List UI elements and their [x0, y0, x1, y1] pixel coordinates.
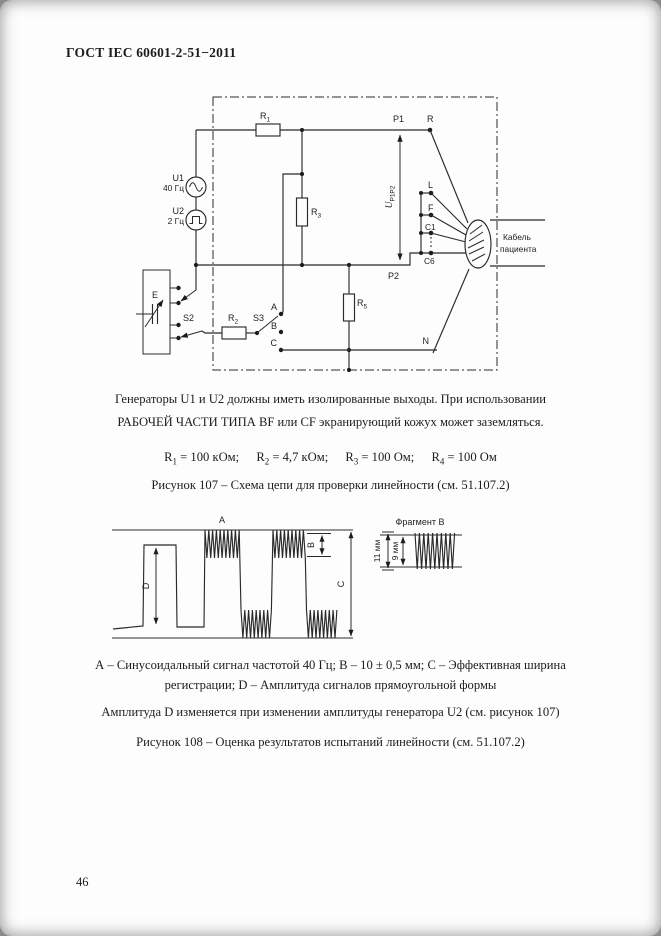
label-u2: U2: [172, 206, 184, 216]
label-9mm: 9 мм: [390, 542, 400, 561]
value-r2: R2 = 4,7 кОм;: [256, 450, 329, 467]
label-up1p2: UP1P2: [385, 185, 397, 208]
fig107-note-line1: Генераторы U1 и U2 должны иметь изолиров…: [115, 392, 546, 406]
pulse-symbol: [189, 216, 203, 224]
n-lead: [432, 268, 470, 354]
fig108-trace: [112, 529, 338, 639]
label-d: D: [141, 582, 151, 589]
label-s3: S3: [253, 313, 264, 323]
cable-strands: [467, 224, 486, 262]
label-p2: P2: [388, 271, 399, 281]
label-b: B: [271, 321, 277, 331]
label-r1: R1: [260, 111, 271, 124]
label-11mm: 11 мм: [372, 539, 382, 562]
circuit-diagram-fig107: R1 U1 40 Гц U2 2 Гц R3 R5: [136, 96, 545, 373]
fig108-legend: А – Синусоидальный сигнал частотой 40 Гц…: [0, 655, 661, 695]
fig107-note: Генераторы U1 и U2 должны иметь изолиров…: [0, 388, 661, 434]
fig107-caption: Рисунок 107 – Схема цепи для проверки ли…: [151, 478, 510, 492]
fig108-note: Амплитуда D изменяется при изменении амп…: [101, 705, 560, 719]
label-n: N: [423, 336, 430, 346]
label-p1: P1: [393, 114, 404, 124]
fragment-sine: [414, 532, 456, 570]
resistor-r5: [342, 293, 356, 322]
fig107-note-line2: РАБОЧЕЙ ЧАСТИ ТИПА BF или CF экранирующи…: [117, 415, 544, 429]
fig108-legend-line2: регистрации; D – Амплитуда сигналов прям…: [164, 678, 497, 692]
value-r3: R3 = 100 Ом;: [345, 450, 415, 467]
value-r4: R4 = 100 Ом: [431, 450, 497, 467]
label-a108: A: [219, 515, 225, 525]
label-c6: C6: [424, 256, 435, 266]
switch-s2-arm-top: [180, 289, 197, 302]
electrode-box: [142, 269, 171, 355]
label-cable-2: пациента: [500, 244, 537, 254]
fig108-caption: Рисунок 108 – Оценка результатов испытан…: [136, 735, 525, 749]
variable-arrow: [144, 299, 164, 328]
label-r-lead: R: [427, 114, 434, 124]
label-l: L: [428, 180, 433, 190]
label-b108: B: [306, 542, 316, 548]
switch-s3-arm: [256, 315, 279, 334]
label-a: A: [271, 302, 277, 312]
label-f: F: [428, 203, 434, 213]
resistor-r3: [295, 197, 309, 227]
label-cable-1: Кабель: [503, 232, 532, 242]
label-u1-freq: 40 Гц: [163, 183, 184, 193]
label-c108: C: [336, 580, 346, 587]
waveform-diagram-fig108: D A B C Фрагмент В 11 мм 9 мм: [112, 515, 462, 639]
label-fragment-b: Фрагмент В: [396, 517, 445, 527]
fig108-legend-line1: А – Синусоидальный сигнал частотой 40 Гц…: [95, 658, 566, 672]
resistor-r2: [221, 326, 247, 340]
sine-symbol: [189, 182, 203, 192]
label-r5: R5: [357, 298, 368, 311]
label-c: C: [271, 338, 278, 348]
label-c1: C1: [425, 222, 436, 232]
resistor-values: R1 = 100 кОм; R2 = 4,7 кОм; R3 = 100 Ом;…: [0, 450, 661, 467]
resistor-r1: [255, 123, 281, 137]
shield-box: [212, 96, 498, 371]
label-r3: R3: [311, 207, 322, 220]
page-header: ГОСТ IEC 60601-2-51−2011: [66, 45, 237, 60]
generator-u2: [185, 209, 207, 231]
patient-cable-ellipse: [464, 219, 492, 269]
switch-s2-arm-bottom: [180, 330, 203, 338]
label-s2: S2: [183, 313, 194, 323]
label-e: E: [152, 290, 158, 300]
value-r1: R1 = 100 кОм;: [164, 450, 240, 467]
label-u2-freq: 2 Гц: [168, 216, 185, 226]
label-r2: R2: [228, 313, 239, 326]
label-u1: U1: [172, 173, 184, 183]
page-number: 46: [76, 875, 89, 889]
